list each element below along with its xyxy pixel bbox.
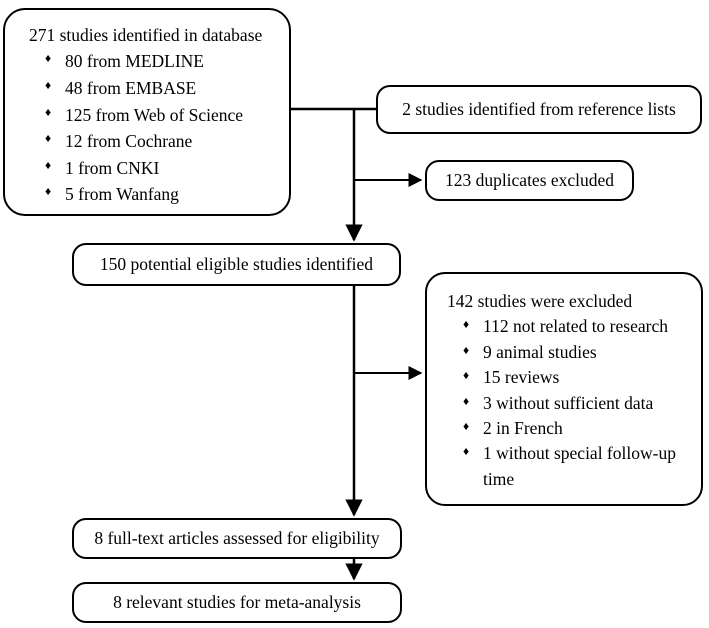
diamond-bullet-icon: ♦ <box>463 444 470 459</box>
list-item-label: 125 from Web of Science <box>65 104 244 125</box>
list-item-label: 5 from Wanfang <box>65 184 179 205</box>
list-item: ♦ 9 animal studies <box>463 340 693 365</box>
node-title: 142 studies were excluded <box>447 291 633 311</box>
list-item-label: 1 without special follow-up time <box>483 443 676 489</box>
list-item-label: 48 from EMBASE <box>65 77 197 98</box>
list-item: ♦ 125 from Web of Science <box>45 102 281 129</box>
list-item: ♦ 2 in French <box>463 416 693 441</box>
database-source-list: ♦ 80 from MEDLINE ♦ 48 from EMBASE ♦ 125… <box>45 48 281 208</box>
node-title: 271 studies identified in database <box>29 25 263 45</box>
diamond-bullet-icon: ♦ <box>463 368 470 383</box>
node-studies-excluded: 142 studies were excluded ♦ 112 not rela… <box>425 272 703 506</box>
list-item: ♦ 80 from MEDLINE <box>45 48 281 75</box>
node-title: 2 studies identified from reference list… <box>402 99 676 120</box>
diamond-bullet-icon: ♦ <box>45 104 52 119</box>
list-item: ♦ 3 without sufficient data <box>463 391 693 416</box>
list-item: ♦ 15 reviews <box>463 365 693 390</box>
list-item-label: 3 without sufficient data <box>483 392 654 413</box>
list-item-label: 9 animal studies <box>483 341 597 362</box>
node-title: 123 duplicates excluded <box>444 170 615 191</box>
node-duplicates-excluded: 123 duplicates excluded <box>425 160 634 201</box>
list-item: ♦ 48 from EMBASE <box>45 75 281 102</box>
list-item-label: 1 from CNKI <box>65 157 160 178</box>
node-fulltext-assessed: 8 full-text articles assessed for eligib… <box>72 518 402 559</box>
diamond-bullet-icon: ♦ <box>463 317 470 332</box>
list-item-label: 15 reviews <box>483 367 560 388</box>
node-title: 8 relevant studies for meta-analysis <box>113 592 361 613</box>
list-item: ♦ 12 from Cochrane <box>45 128 281 155</box>
node-potential-eligible: 150 potential eligible studies identifie… <box>72 243 401 286</box>
list-item-label: 12 from Cochrane <box>65 131 193 152</box>
list-item-label: 2 in French <box>483 417 563 438</box>
node-title: 8 full-text articles assessed for eligib… <box>94 528 380 549</box>
diamond-bullet-icon: ♦ <box>463 418 470 433</box>
exclusion-reason-list: ♦ 112 not related to research ♦ 9 animal… <box>463 314 693 492</box>
diamond-bullet-icon: ♦ <box>45 184 52 199</box>
list-item: ♦ 1 without special follow-up time <box>463 441 693 492</box>
node-studies-identified: 271 studies identified in database ♦ 80 … <box>3 8 291 216</box>
diamond-bullet-icon: ♦ <box>45 51 52 66</box>
diamond-bullet-icon: ♦ <box>463 342 470 357</box>
list-item-label: 80 from MEDLINE <box>65 51 205 72</box>
node-title: 150 potential eligible studies identifie… <box>99 254 374 275</box>
node-relevant-studies: 8 relevant studies for meta-analysis <box>72 582 402 623</box>
diamond-bullet-icon: ♦ <box>45 157 52 172</box>
list-item: ♦ 5 from Wanfang <box>45 181 281 208</box>
diamond-bullet-icon: ♦ <box>463 393 470 408</box>
list-item-label: 112 not related to research <box>483 316 668 337</box>
list-item: ♦ 112 not related to research <box>463 314 693 339</box>
diamond-bullet-icon: ♦ <box>45 131 52 146</box>
diamond-bullet-icon: ♦ <box>45 77 52 92</box>
list-item: ♦ 1 from CNKI <box>45 155 281 182</box>
node-reference-lists: 2 studies identified from reference list… <box>376 85 702 134</box>
